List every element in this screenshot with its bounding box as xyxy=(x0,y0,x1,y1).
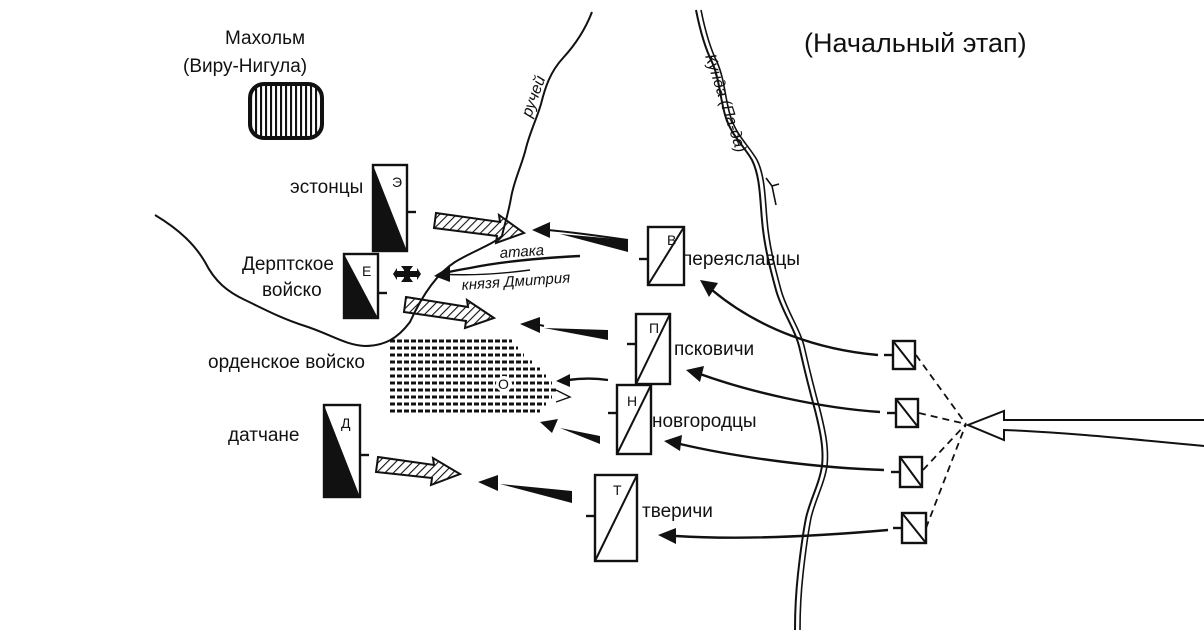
movement-curve-pskov xyxy=(686,366,881,414)
unit-pereyaslavl: В xyxy=(639,225,686,287)
river-label: Кунда (Па-да) xyxy=(701,52,749,155)
map-title: (Начальный этап) xyxy=(804,28,1027,58)
counter-arrow-pskov xyxy=(520,317,608,340)
unit-pskov: П xyxy=(627,312,672,386)
label-pereyaslavl: переяславцы xyxy=(682,249,800,270)
counter-arrow-pskov-order xyxy=(556,374,609,387)
maholm-castle-icon xyxy=(248,82,324,140)
label-pskov: псковичи xyxy=(674,339,754,360)
maholm-sublabel: (Виру-Нигула) xyxy=(183,56,307,77)
reserve-unit-4 xyxy=(893,511,928,545)
river-kunda-bank xyxy=(700,9,829,631)
unit-letter-pskov: П xyxy=(649,320,659,336)
river-kunda xyxy=(695,9,824,631)
label-dorpat-2: войско xyxy=(262,280,322,301)
movement-curve-tver xyxy=(658,528,889,544)
label-novgorod: новгородцы xyxy=(652,411,757,432)
cross-icon xyxy=(393,266,421,282)
unit-letter-pereyaslavl: В xyxy=(667,232,676,248)
advance-arrow-dorpat xyxy=(402,295,497,330)
label-tver: тверичи xyxy=(642,501,713,522)
reserve-unit-2 xyxy=(887,397,920,429)
unit-letter-order: О xyxy=(498,376,509,392)
reserve-unit-3 xyxy=(891,455,924,489)
label-dorpat-1: Дерптское xyxy=(242,254,334,275)
label-order: орденское войско xyxy=(208,352,365,373)
movement-curve-pereyaslavl xyxy=(700,280,879,357)
river-flow-arrow xyxy=(765,177,780,206)
unit-letter-novgorod: Н xyxy=(627,393,637,409)
unit-tver: Т xyxy=(586,473,639,563)
counter-arrow-novgorod xyxy=(540,419,600,444)
unit-dorpat: Е xyxy=(342,252,387,320)
counter-arrow-tver xyxy=(478,475,572,503)
unit-letter-estonians: Э xyxy=(392,174,402,190)
stream-label: ручей xyxy=(518,74,549,121)
counter-arrow-pereyaslavl xyxy=(532,222,629,252)
unit-novgorod: Н xyxy=(608,383,653,456)
dmitry-attack-arrow xyxy=(434,254,581,282)
advance-arrow-danes xyxy=(374,455,463,487)
unit-estonians: Э xyxy=(371,163,416,253)
movement-curve-novgorod xyxy=(664,435,885,472)
reserve-unit-1 xyxy=(884,339,917,371)
unit-danes: Д xyxy=(322,403,369,499)
unit-letter-danes: Д xyxy=(341,415,351,431)
unit-letter-dorpat: Е xyxy=(362,263,371,279)
label-danes: датчане xyxy=(228,425,299,446)
label-estonians: эстонцы xyxy=(290,177,363,198)
reserve-links xyxy=(915,354,967,529)
unit-order: О xyxy=(390,339,572,413)
maholm-label: Махольм xyxy=(225,28,305,49)
main-approach-arrow xyxy=(965,409,1204,447)
label-dmitry-attack-2: князя Дмитрия xyxy=(461,269,571,294)
unit-letter-tver: Т xyxy=(613,482,622,498)
label-dmitry-attack-1: атака xyxy=(499,242,545,262)
advance-arrow-estonians xyxy=(432,211,527,245)
stream xyxy=(501,11,593,237)
